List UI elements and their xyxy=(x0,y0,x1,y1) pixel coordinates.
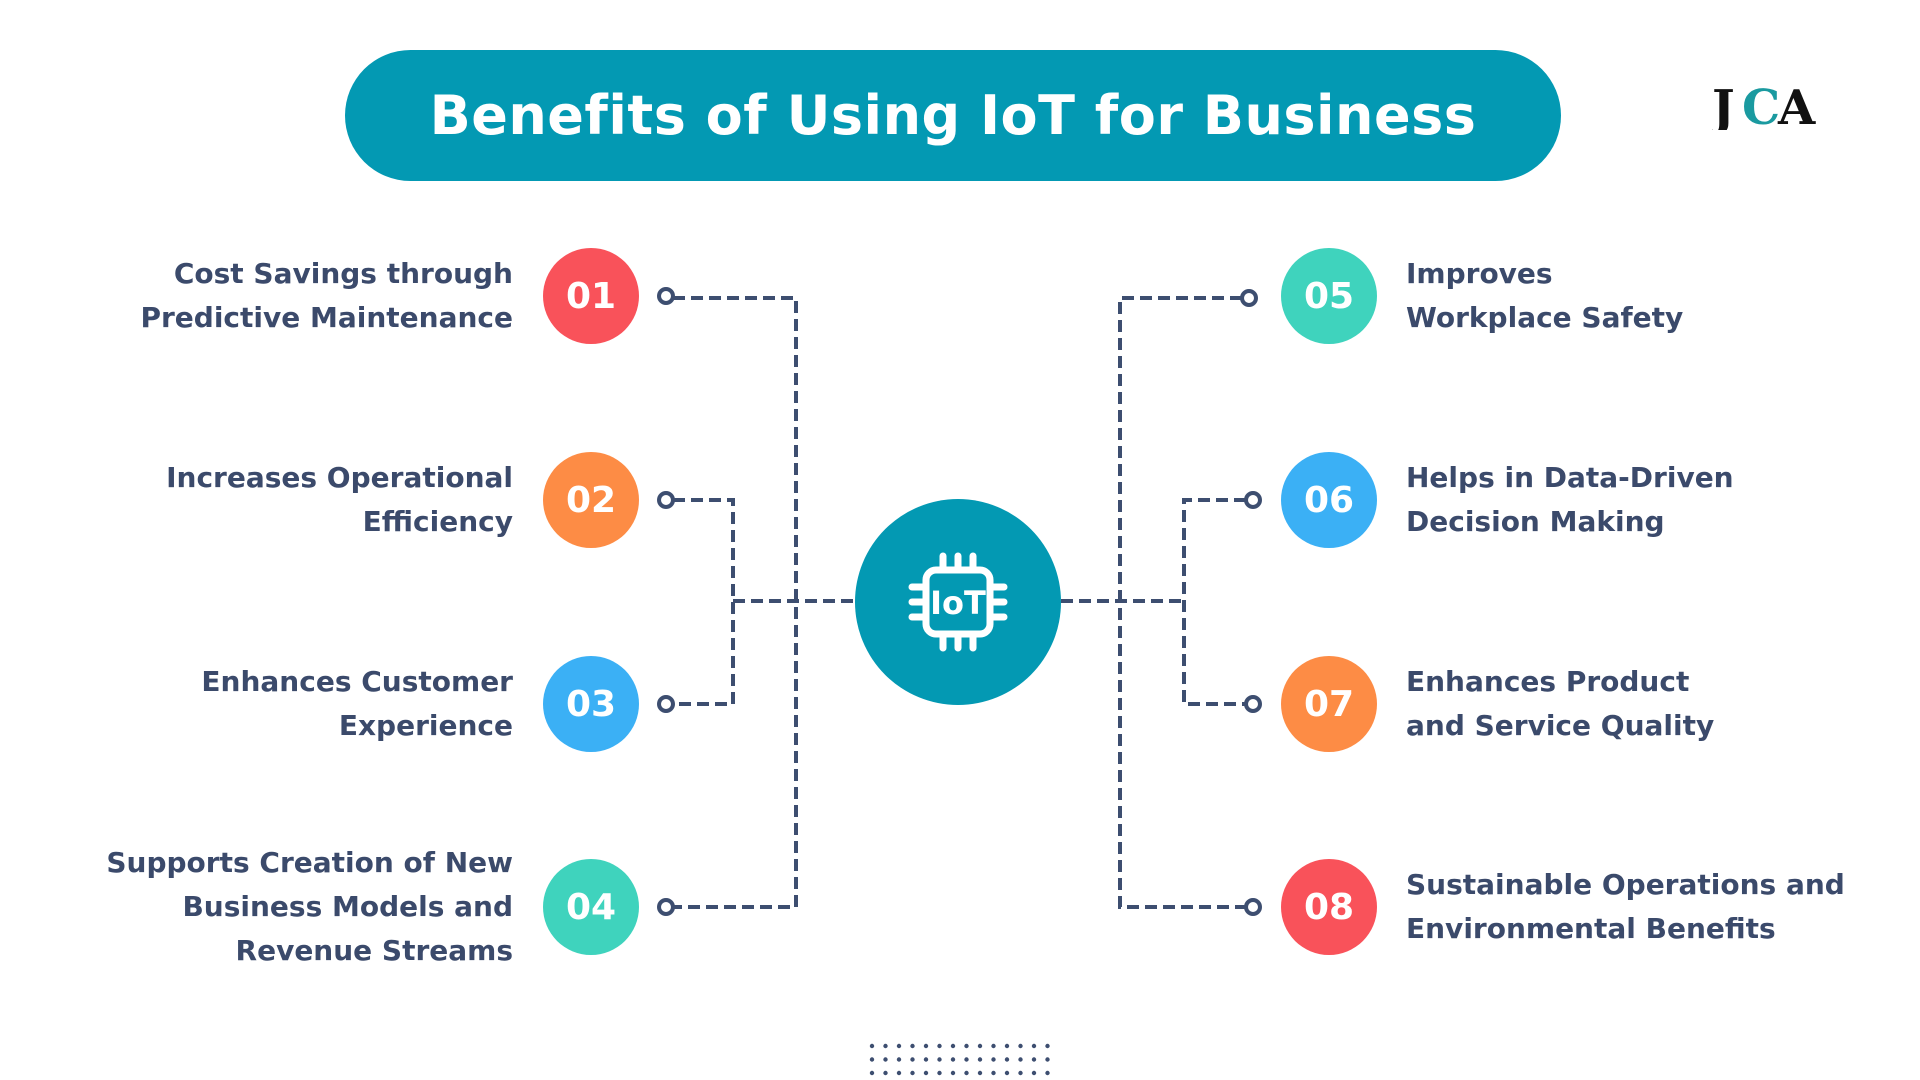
pattern-dot xyxy=(923,1043,929,1049)
pattern-dot xyxy=(910,1057,915,1062)
pattern-dot xyxy=(977,1070,983,1076)
connector-01 xyxy=(673,296,798,909)
benefit-number-07: 07 xyxy=(1281,656,1377,752)
pattern-dot xyxy=(1031,1070,1037,1076)
pattern-dot xyxy=(991,1070,996,1076)
pattern-dot xyxy=(1045,1070,1050,1076)
connector-end-dot xyxy=(1244,491,1262,509)
connector-end-dot xyxy=(657,491,675,509)
benefit-line: Supports Creation of New xyxy=(106,846,513,879)
pattern-dot xyxy=(937,1057,942,1062)
pattern-dot xyxy=(950,1043,956,1049)
dot-pattern xyxy=(869,1043,1050,1076)
connector-end-dot xyxy=(1244,898,1262,916)
pattern-dot xyxy=(869,1057,875,1062)
page-title: Benefits of Using IoT for Business xyxy=(429,84,1477,147)
pattern-dot xyxy=(869,1070,875,1076)
pattern-dot xyxy=(896,1043,902,1049)
pattern-dot xyxy=(977,1057,983,1062)
pattern-dot xyxy=(964,1043,969,1049)
pattern-dot xyxy=(950,1057,956,1062)
pattern-dot xyxy=(937,1043,942,1049)
pattern-dot xyxy=(1031,1043,1037,1049)
benefit-number-06: 06 xyxy=(1281,452,1377,548)
benefit-line: Efficiency xyxy=(362,505,513,538)
connector-end-dot xyxy=(1240,289,1258,307)
pattern-dot xyxy=(1045,1043,1050,1049)
iot-hub: IoT xyxy=(855,499,1061,705)
benefit-line: and Service Quality xyxy=(1406,709,1715,742)
pattern-dot xyxy=(896,1070,902,1076)
benefit-line: Revenue Streams xyxy=(235,934,513,967)
pattern-dot xyxy=(964,1057,969,1062)
connector-02 xyxy=(673,498,735,706)
benefit-text-07: Enhances Product and Service Quality xyxy=(1406,660,1920,748)
benefit-line: Predictive Maintenance xyxy=(140,301,513,334)
benefit-line: Business Models and xyxy=(182,890,513,923)
connector-05 xyxy=(1118,296,1246,909)
pattern-dot xyxy=(991,1057,996,1062)
benefit-number-05: 05 xyxy=(1281,248,1377,344)
pattern-dot xyxy=(977,1043,983,1049)
pattern-dot xyxy=(923,1057,929,1062)
pattern-dot xyxy=(1031,1057,1037,1062)
jca-logo: J C A xyxy=(1708,80,1822,136)
benefit-line: Cost Savings through xyxy=(173,257,513,290)
pattern-dot xyxy=(869,1043,875,1049)
benefit-line: Enhances Customer xyxy=(201,665,513,698)
pattern-dot xyxy=(883,1070,888,1076)
pattern-dot xyxy=(1004,1057,1010,1062)
benefit-line: Improves xyxy=(1406,257,1553,290)
benefit-number-02: 02 xyxy=(543,452,639,548)
pattern-dot xyxy=(1018,1070,1023,1076)
pattern-dot xyxy=(991,1043,996,1049)
svg-text:J: J xyxy=(1712,80,1735,130)
connector-end-dot xyxy=(657,898,675,916)
svg-text:A: A xyxy=(1777,80,1816,130)
pattern-dot xyxy=(1004,1070,1010,1076)
pattern-dot xyxy=(950,1070,956,1076)
svg-text:C: C xyxy=(1742,80,1780,130)
benefit-line: Enhances Product xyxy=(1406,665,1690,698)
benefit-line: Environmental Benefits xyxy=(1406,912,1776,945)
pattern-dot xyxy=(910,1043,915,1049)
connector-06 xyxy=(1182,498,1246,706)
benefit-line: Workplace Safety xyxy=(1406,301,1684,334)
benefit-number-03: 03 xyxy=(543,656,639,752)
benefit-line: Decision Making xyxy=(1406,505,1665,538)
benefit-number-04: 04 xyxy=(543,859,639,955)
pattern-dot xyxy=(883,1043,888,1049)
title-banner: Benefits of Using IoT for Business xyxy=(345,50,1561,181)
pattern-dot xyxy=(964,1070,969,1076)
pattern-dot xyxy=(1045,1057,1050,1062)
iot-label: IoT xyxy=(930,584,986,622)
pattern-dot xyxy=(923,1070,929,1076)
benefit-number-01: 01 xyxy=(543,248,639,344)
pattern-dot xyxy=(883,1057,888,1062)
benefit-number-08: 08 xyxy=(1281,859,1377,955)
pattern-dot xyxy=(910,1070,915,1076)
benefit-line: Helps in Data-Driven xyxy=(1406,461,1734,494)
connector-end-dot xyxy=(657,695,675,713)
pattern-dot xyxy=(937,1070,942,1076)
connector-end-dot xyxy=(657,287,675,305)
benefit-line: Sustainable Operations and xyxy=(1406,868,1845,901)
pattern-dot xyxy=(1018,1057,1023,1062)
connector-end-dot xyxy=(1244,695,1262,713)
pattern-dot xyxy=(1018,1043,1023,1049)
pattern-dot xyxy=(896,1057,902,1062)
iot-chip-icon: IoT xyxy=(908,552,1008,652)
benefit-line: Experience xyxy=(338,709,513,742)
benefit-line: Increases Operational xyxy=(166,461,513,494)
pattern-dot xyxy=(1004,1043,1010,1049)
